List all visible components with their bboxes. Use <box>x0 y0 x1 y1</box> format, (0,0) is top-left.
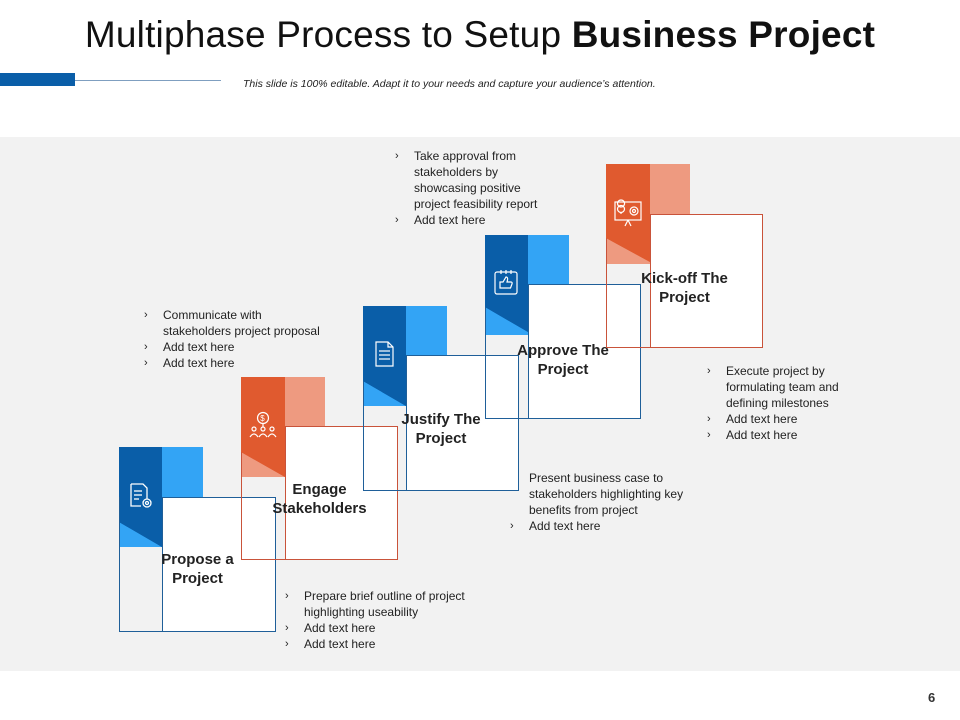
step-4-label: Approve The Project <box>485 341 641 379</box>
note-line: showcasing positive <box>414 181 521 195</box>
step-3-label-line2: Project <box>415 430 467 447</box>
chevron-right-icon: › <box>510 520 514 532</box>
note-line: Add text here <box>726 428 798 442</box>
step-5-label-line2: Project <box>659 289 710 306</box>
step-5-tab-front <box>606 164 650 262</box>
note-line: stakeholders highlighting key <box>529 487 684 501</box>
note-line: highlighting useability <box>304 605 419 619</box>
note-line: Add text here <box>163 356 235 370</box>
step-1-tab-front <box>119 447 162 547</box>
note-item: › Add text here <box>395 212 595 228</box>
page-title: Multiphase Process to Setup Business Pro… <box>0 14 960 56</box>
note-item: › Take approval from stakeholders by showca… <box>395 148 595 212</box>
step-4-label-line1: Approve The <box>517 342 609 359</box>
step-3-card <box>406 355 519 491</box>
accent-line <box>75 80 221 81</box>
chevron-right-icon: › <box>285 638 289 650</box>
note-line: defining milestones <box>726 396 829 410</box>
step-5-frame <box>606 214 763 348</box>
chevron-right-icon: › <box>707 365 711 377</box>
note-item: › Add text here <box>510 518 730 534</box>
step-5-notes: › Execute project by formulating team and d… <box>707 363 907 443</box>
step-4-label-line2: Project <box>537 361 589 378</box>
title-bold: Business Project <box>571 14 876 55</box>
document-icon <box>375 341 394 367</box>
step-5-label-line1: Kick-off The <box>641 270 728 287</box>
step-5-label: Kick-off The Project <box>606 269 763 307</box>
step-3-label: Justify The Project <box>363 410 519 448</box>
note-line: Take approval from <box>414 149 517 163</box>
note-item: › Communicate with stakeholders project pr… <box>144 307 364 339</box>
note-line: Add text here <box>304 637 376 651</box>
svg-text:$: $ <box>260 414 265 423</box>
idea-board-icon <box>614 199 642 227</box>
step-1-label-line1: Propose a <box>161 551 234 568</box>
note-item: › Execute project by formulating team and d… <box>707 363 907 411</box>
stakeholders-icon: $ <box>249 411 277 438</box>
chevron-right-icon: › <box>144 341 148 353</box>
step-4-tab-front <box>485 235 528 332</box>
note-item: › Add text here <box>144 355 364 371</box>
note-line: Add text here <box>414 213 486 227</box>
note-item: Present business case to stakeholders hig… <box>510 470 730 518</box>
chevron-right-icon: › <box>144 357 148 369</box>
step-2-label: Engage Stakeholders <box>241 480 398 518</box>
step-1-notes: › Prepare brief outline of project highlig… <box>285 588 505 652</box>
subtitle: This slide is 100% editable. Adapt it to… <box>243 78 656 90</box>
chevron-right-icon: › <box>707 413 711 425</box>
note-item: › Add text here <box>285 636 505 652</box>
step-3-notes: Present business case to stakeholders hig… <box>510 470 730 534</box>
page-number: 6 <box>928 690 936 705</box>
step-2-notes: › Communicate with stakeholders project pr… <box>144 307 364 371</box>
note-line: Execute project by <box>726 364 825 378</box>
title-regular: Multiphase Process to Setup <box>84 14 572 55</box>
note-item: › Add text here <box>285 620 505 636</box>
note-line: project feasibility report <box>414 197 538 211</box>
step-4-card <box>528 284 641 419</box>
accent-bar <box>0 73 75 86</box>
note-line: Add text here <box>529 519 601 533</box>
note-item: › Prepare brief outline of project highlig… <box>285 588 505 620</box>
approval-icon <box>494 270 518 295</box>
chevron-right-icon: › <box>395 150 399 162</box>
step-3-label-line1: Justify The <box>401 411 481 428</box>
step-1-label: Propose a Project <box>119 550 276 588</box>
step-2-label-line1: Engage <box>292 481 347 498</box>
step-2-frame <box>241 426 398 560</box>
step-3-tab-front <box>363 306 406 406</box>
note-line: stakeholders by <box>414 165 499 179</box>
note-line: stakeholders project proposal <box>163 324 320 338</box>
chevron-right-icon: › <box>285 622 289 634</box>
step-3-frame <box>363 355 519 491</box>
step-1-label-line2: Project <box>172 570 223 587</box>
note-line: Communicate with <box>163 308 262 322</box>
note-line: benefits from project <box>529 503 638 517</box>
chevron-right-icon: › <box>144 309 148 321</box>
note-line: Present business case to <box>529 471 664 485</box>
note-item: › Add text here <box>707 427 907 443</box>
step-2-label-line2: Stakeholders <box>272 500 367 517</box>
note-line: Add text here <box>726 412 798 426</box>
step-4-notes: › Take approval from stakeholders by showca… <box>395 148 595 228</box>
chevron-right-icon: › <box>285 590 289 602</box>
note-line: formulating team and <box>726 380 839 394</box>
note-item: › Add text here <box>144 339 364 355</box>
note-item: › Add text here <box>707 411 907 427</box>
chevron-right-icon: › <box>395 214 399 226</box>
note-line: Add text here <box>304 621 376 635</box>
document-gear-icon <box>130 483 152 508</box>
note-line: Prepare brief outline of project <box>304 589 465 603</box>
note-line: Add text here <box>163 340 235 354</box>
step-4-frame <box>485 284 641 419</box>
step-2-card <box>285 426 398 560</box>
step-1-frame <box>119 497 276 632</box>
chevron-right-icon: › <box>707 429 711 441</box>
